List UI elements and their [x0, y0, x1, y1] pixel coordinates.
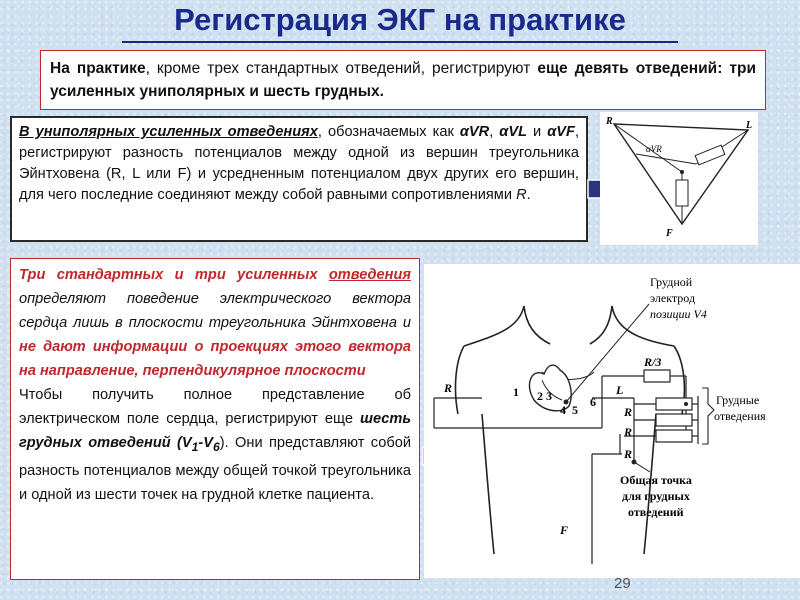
main-p2-b: шесть грудных отведений: [19, 411, 411, 451]
triangle-diagram: R L F αVR: [605, 116, 752, 239]
common-label-3: отведений: [628, 505, 684, 519]
intro-text: , кроме трех стандартных отведений, реги…: [145, 60, 531, 77]
position-3: 3: [546, 389, 552, 403]
common-label-2: для грудных: [622, 489, 690, 503]
main-red-underline: отведения: [328, 267, 411, 283]
chest-leads-figure: 1 2 3 4 5 6 R R/3 L R R: [424, 264, 800, 578]
lead-avl: αVL: [499, 124, 527, 140]
electrode-label-3: позиции V4: [650, 307, 707, 321]
electrode-label-1: Грудной: [650, 275, 693, 289]
leads-label-1: Грудные: [716, 393, 759, 407]
position-4: 4: [560, 403, 566, 417]
main-p2-d: -V: [198, 435, 213, 451]
main-red-2: не дают информации о проекциях этого век…: [19, 339, 411, 379]
position-2: 2: [537, 389, 543, 403]
r1-label: R: [623, 405, 632, 419]
r2-label: R: [623, 425, 632, 439]
einthoven-triangle-figure: R L F αVR: [600, 112, 758, 245]
unipolar-box: В униполярных усиленных отведениях, обоз…: [10, 116, 588, 242]
main-paragraph-1: Три стандартных и три усиленных отведени…: [19, 263, 411, 383]
avr-label: αVR: [646, 144, 662, 154]
title-underline: [122, 41, 678, 43]
main-red-1: Три стандартных и три усиленных: [19, 267, 329, 283]
resistance-r: R: [516, 187, 527, 203]
main-box: Три стандартных и три усиленных отведени…: [10, 258, 420, 580]
main-p2-a: Чтобы получить полное представление об э…: [19, 387, 411, 427]
chest-diagram: 1 2 3 4 5 6 R R/3 L R R: [433, 275, 766, 564]
main-paragraph-2: Чтобы получить полное представление об э…: [19, 383, 411, 507]
sub-1: 1: [191, 439, 199, 454]
f-label: F: [559, 523, 568, 537]
position-5: 5: [572, 403, 578, 417]
r-left-label: R: [443, 381, 452, 395]
unipolar-text-2: ,: [489, 124, 500, 140]
electrode-label-2: электрод: [650, 291, 695, 305]
intro-box: На практике, кроме трех стандартных отве…: [40, 50, 766, 110]
unipolar-text-1: , обозначаемых как: [317, 124, 460, 140]
position-6: 6: [590, 395, 596, 409]
vertex-l-label: L: [745, 120, 752, 131]
page-number: 29: [614, 575, 631, 592]
sub-6: 6: [213, 439, 220, 454]
lead-avf: αVF: [547, 124, 575, 140]
main-p2-e: ). Они представляют собой разность потен…: [19, 435, 411, 503]
unipolar-text-5: .: [526, 187, 531, 203]
unipolar-text-4: , регистрируют разность потенциалов межд…: [19, 124, 579, 203]
vertex-f-label: F: [665, 228, 673, 239]
page-title: Регистрация ЭКГ на практике: [174, 2, 626, 37]
intro-bold-2: еще девять отведений: три усиленных унип…: [50, 60, 756, 100]
unipolar-lead-in: В униполярных усиленных отведениях: [19, 124, 318, 140]
unipolar-text-3: и: [527, 124, 548, 140]
leads-label-2: отведения: [714, 409, 766, 423]
r3-label: R/3: [643, 355, 661, 369]
r-bottom-label: R: [623, 447, 632, 461]
main-text-1: определяют поведение электрического вект…: [19, 291, 411, 331]
position-1: 1: [513, 385, 519, 399]
main-p2-c: (V: [170, 435, 192, 451]
l-label: L: [615, 383, 623, 397]
vertex-r-label: R: [605, 116, 613, 127]
common-label-1: Общая точка: [620, 473, 692, 487]
intro-bold-1: На практике: [50, 60, 146, 77]
lead-avr: αVR: [459, 124, 490, 140]
